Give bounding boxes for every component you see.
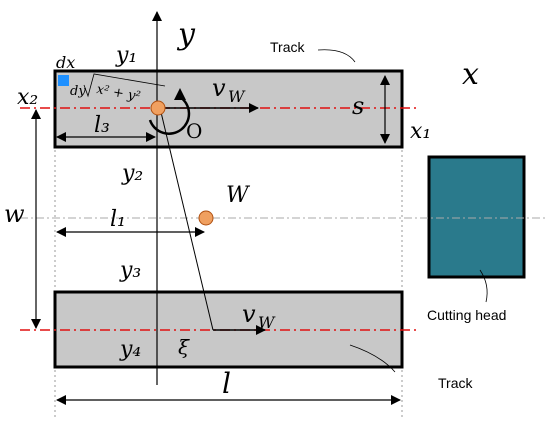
axis-x-label: x xyxy=(462,57,479,92)
label-l1: l₁ xyxy=(110,207,126,232)
label-xi: ξ xyxy=(178,335,190,359)
label-y4: y₄ xyxy=(119,337,141,362)
label-y2: y₂ xyxy=(121,161,143,186)
label-W: W xyxy=(226,183,251,208)
track-top-leader xyxy=(317,49,356,63)
label-l: l xyxy=(222,367,231,400)
cutting-head-label: Cutting head xyxy=(427,307,506,323)
label-y3: y₃ xyxy=(119,258,141,283)
rotation-arrowhead xyxy=(174,88,186,100)
label-x1: x₁ xyxy=(410,119,431,144)
track-bottom-label: Track xyxy=(438,375,473,391)
label-dx: dx xyxy=(56,53,75,72)
label-s: s xyxy=(352,92,364,120)
label-l3: l₃ xyxy=(94,113,110,138)
track-bottom-leader xyxy=(349,344,396,373)
sqrt-symbol xyxy=(83,73,166,98)
cutting-head-leader xyxy=(479,269,488,303)
radius-line xyxy=(159,107,214,331)
point-O xyxy=(150,100,166,116)
label-x2: x₂ xyxy=(17,85,38,110)
label-vw-bottom-sub: W xyxy=(258,313,276,332)
point-W xyxy=(198,210,214,226)
label-vw-top: v xyxy=(212,74,226,102)
rotation-arc xyxy=(148,95,191,135)
label-w: w xyxy=(4,200,25,228)
cutting-head xyxy=(427,155,526,279)
label-O: O xyxy=(186,119,202,143)
label-vw-top-sub: W xyxy=(228,87,246,106)
label-vw-bottom: v xyxy=(242,300,256,328)
dx-element xyxy=(58,75,69,86)
track-top-label: Track xyxy=(270,39,305,55)
label-dy: dy xyxy=(70,84,86,99)
axis-y-label: y xyxy=(176,17,196,52)
label-y1: y₁ xyxy=(115,43,137,68)
